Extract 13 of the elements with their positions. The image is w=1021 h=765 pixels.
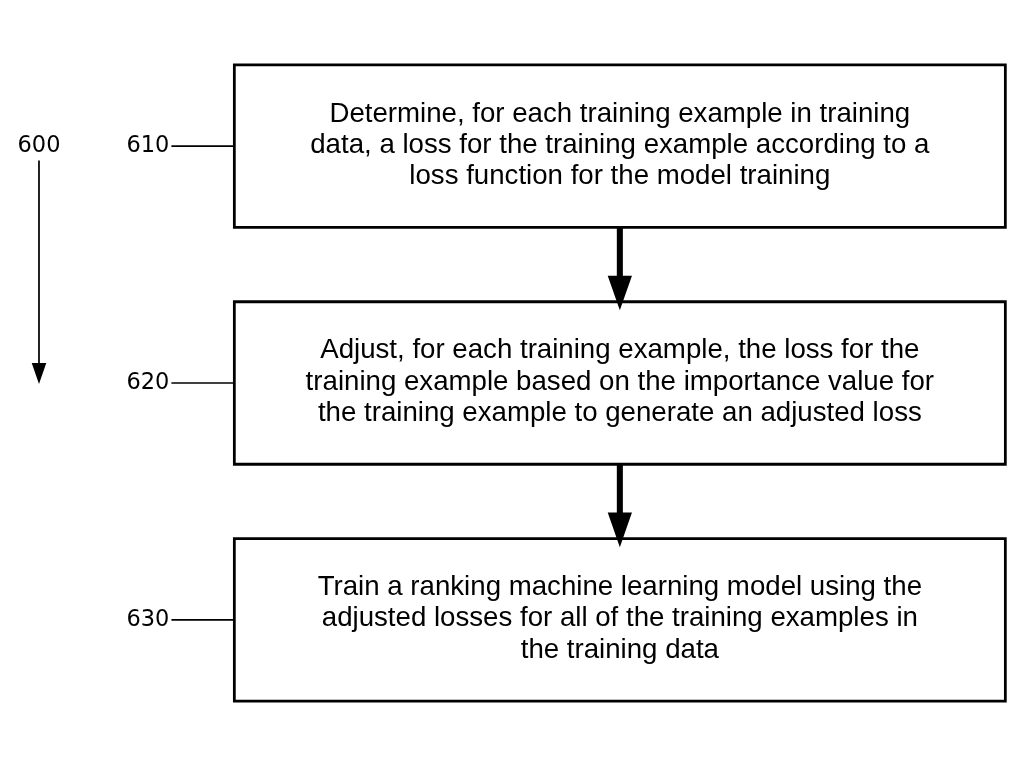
node-box: Determine, for each training example in training data, a loss for the training example according to a loss function for the model training [232, 63, 1007, 229]
connector [170, 618, 235, 621]
arrow [607, 463, 632, 547]
arrow [31, 159, 47, 384]
node-box: Adjust, for each training example, the loss for the training example based on the importance value for the training example to generate an adjusted loss [232, 299, 1007, 466]
connector [170, 144, 235, 147]
arrow [607, 227, 632, 310]
node-box: Train a ranking machine learning model using the adjusted losses for all of the training examples in the training data [232, 536, 1007, 702]
node-text: 600 [17, 130, 61, 157]
node-text: 620 [126, 367, 170, 394]
connector [170, 381, 235, 384]
node-text: 610 [126, 130, 170, 157]
node-text: 630 [126, 604, 170, 631]
